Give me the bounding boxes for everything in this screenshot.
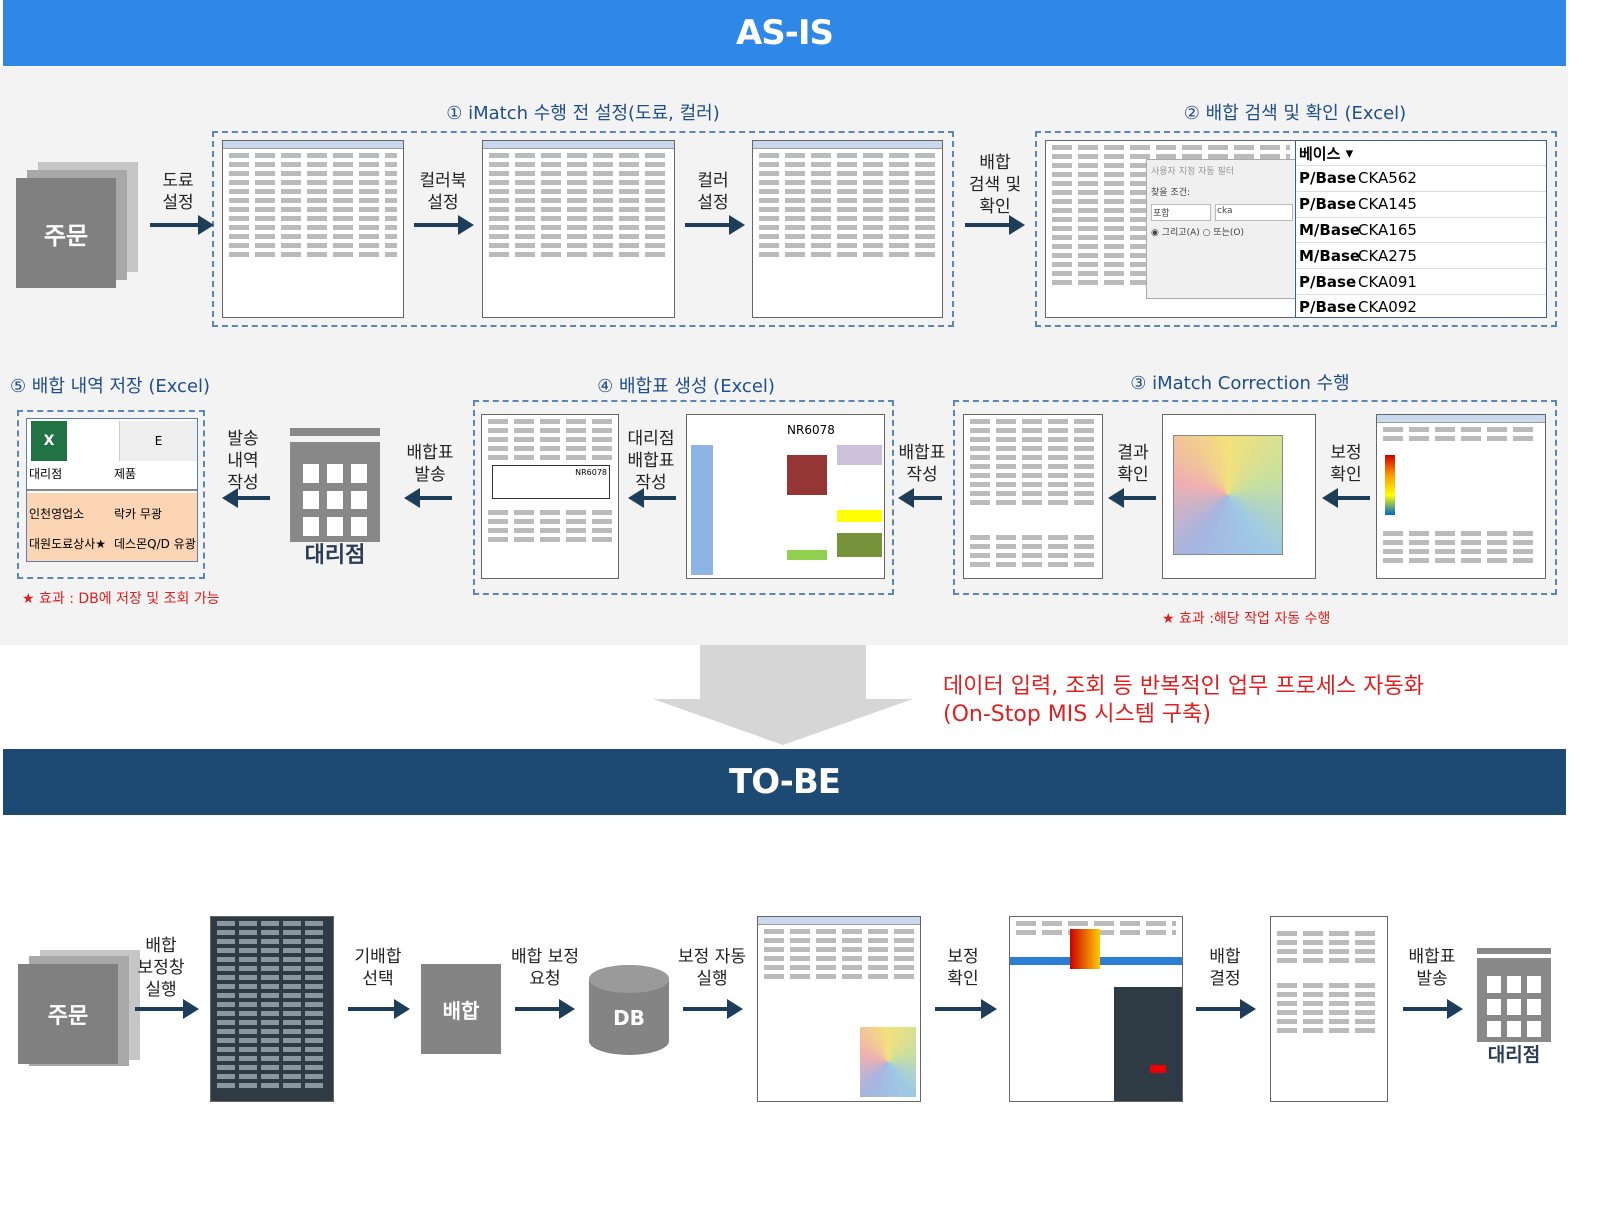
step2-box <box>1035 131 1557 327</box>
screenshot-imatch <box>1376 414 1546 579</box>
agency-label: 대리점 <box>304 543 366 568</box>
effect-note-auto: ★ 효과 :해당 작업 자동 수행 <box>1162 611 1331 627</box>
step5-box <box>17 410 205 579</box>
order-label: 주문 <box>47 1004 89 1029</box>
screenshot-correction-result <box>963 414 1103 579</box>
effect-note-db: ★ 효과 : DB에 저장 및 조회 가능 <box>22 591 220 607</box>
step3-box <box>953 400 1557 595</box>
screenshot-colorbook <box>482 140 675 318</box>
arrow-right <box>348 999 410 1019</box>
arrow-left <box>1322 488 1370 508</box>
as-is-header: AS-IS <box>3 0 1566 66</box>
as-is-title: AS-IS <box>735 13 834 53</box>
step2-title: ② 배합 검색 및 확인 (Excel) <box>1183 103 1407 124</box>
step4-box <box>473 400 894 595</box>
arrow-left <box>1108 488 1156 508</box>
arrow-left <box>404 488 452 508</box>
arrow-right <box>515 999 575 1019</box>
screenshot-color-setting <box>752 140 943 318</box>
screenshot-final-sheet <box>1270 916 1388 1102</box>
step1-title: ① iMatch 수행 전 설정(도료, 컬러) <box>446 103 720 124</box>
arrow-right <box>135 999 199 1019</box>
agency-building-icon <box>1477 948 1551 1042</box>
big-down-arrow <box>700 645 866 699</box>
arrow-right <box>935 999 997 1019</box>
column-header: E <box>119 421 197 461</box>
arrow-right <box>150 215 214 235</box>
arrow-right <box>965 215 1025 235</box>
screenshot-color-wheel <box>1162 414 1316 579</box>
arrow-right <box>683 999 743 1019</box>
step4-title: ④ 배합표 생성 (Excel) <box>597 376 775 397</box>
sheet-code: NR6078 <box>787 423 835 437</box>
big-down-arrow-head <box>653 699 913 745</box>
arrow-left <box>222 488 270 508</box>
database-icon: DB <box>589 965 669 1055</box>
step3-title: ③ iMatch Correction 수행 <box>1130 373 1350 394</box>
to-be-title: TO-BE <box>729 762 841 802</box>
mix-box: 배합 <box>421 964 501 1054</box>
screenshot-file-dialog <box>222 140 404 318</box>
transition-line1: 데이터 입력, 조회 등 반복적인 업무 프로세스 자동화 <box>943 674 1424 699</box>
screenshot-mix-list <box>210 916 334 1102</box>
arrow-left <box>898 488 942 508</box>
arrow-right <box>1403 999 1463 1019</box>
arrow-left <box>628 488 676 508</box>
screenshot-correction-check <box>1009 916 1183 1102</box>
order-label: 주문 <box>43 221 89 250</box>
arrow-right <box>414 215 474 235</box>
screenshot-mix-sheet: NR6078 <box>686 414 885 579</box>
arrow-right <box>1196 999 1256 1019</box>
screenshot-agency-sheet: NR6078 <box>481 414 619 579</box>
arrow-right <box>685 215 745 235</box>
agency-building-icon <box>290 428 380 542</box>
agency-label: 대리점 <box>1487 1044 1541 1066</box>
step5-title: ⑤ 배합 내역 저장 (Excel) <box>9 376 211 397</box>
excel-icon: X <box>31 421 67 461</box>
transition-line2: (On-Stop MIS 시스템 구축) <box>943 702 1211 727</box>
to-be-header: TO-BE <box>3 749 1566 815</box>
screenshot-auto-correction <box>757 916 921 1102</box>
